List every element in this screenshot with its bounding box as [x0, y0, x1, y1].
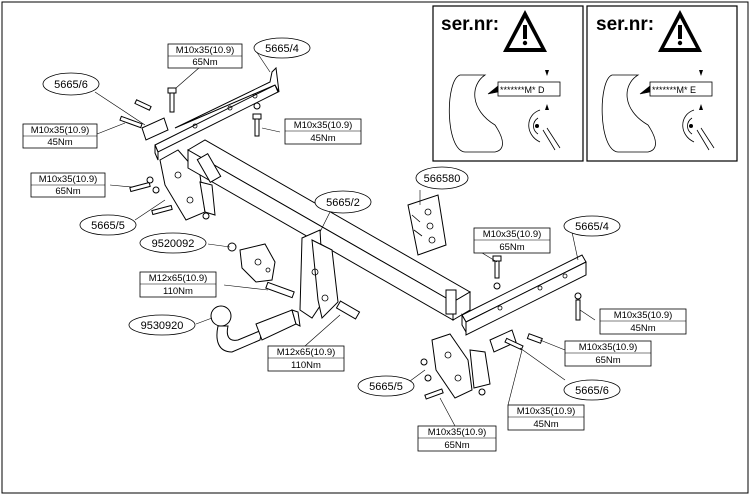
- svg-text:M10x35(10.9): M10x35(10.9): [579, 342, 638, 353]
- callout-5665-5-left: 5665/5: [79, 214, 137, 236]
- right-bracket-rail: [461, 254, 587, 336]
- towbar-plate-outline: [448, 74, 503, 153]
- svg-text:9520092: 9520092: [152, 238, 195, 250]
- warning-panel-right: ser.nr: *******M* E: [586, 5, 738, 162]
- torque-label-m12-center: M12x65(10.9) 110Nm: [267, 345, 345, 372]
- torque-label-right-top: M10x35(10.9) 65Nm: [473, 227, 551, 254]
- warning-panel-left: ser.nr: *******M* D: [432, 5, 584, 162]
- callout-9530920: 9530920: [128, 314, 196, 336]
- svg-text:5665/6: 5665/6: [575, 385, 609, 397]
- svg-text:65Nm: 65Nm: [55, 186, 80, 197]
- towbar-plate-outline: [601, 74, 656, 153]
- callout-5665-4-right: 5665/4: [563, 215, 621, 237]
- eye-icon: [682, 109, 715, 151]
- eye-icon: [528, 109, 561, 151]
- svg-text:9530920: 9530920: [141, 320, 184, 332]
- svg-text:M10x35(10.9): M10x35(10.9): [294, 120, 353, 131]
- serial-code-right: *******M* E: [652, 85, 696, 95]
- left-side-plate: [159, 149, 216, 221]
- callout-5665-2: 5665/2: [314, 190, 372, 214]
- serial-code-left: *******M* D: [500, 85, 545, 95]
- svg-text:M10x35(10.9): M10x35(10.9): [31, 125, 90, 136]
- spacer-block-bottom: [489, 329, 517, 353]
- svg-text:M12x65(10.9): M12x65(10.9): [149, 273, 208, 284]
- torque-label-top-right: M10x35(10.9) 45Nm: [284, 118, 362, 145]
- svg-text:110Nm: 110Nm: [163, 286, 193, 297]
- callout-566580: 566580: [415, 166, 469, 190]
- towball-neck: [210, 305, 301, 353]
- svg-text:45Nm: 45Nm: [310, 133, 335, 144]
- callout-5665-4-top: 5665/4: [253, 37, 311, 59]
- warning-triangle-icon: [503, 10, 547, 52]
- torque-label-bottom-center: M10x35(10.9) 65Nm: [417, 425, 497, 452]
- torque-label-top-center: M10x35(10.9) 65Nm: [167, 43, 243, 69]
- svg-text:45Nm: 45Nm: [47, 137, 72, 148]
- svg-text:M10x35(10.9): M10x35(10.9): [483, 229, 542, 240]
- svg-text:M10x35(10.9): M10x35(10.9): [176, 45, 235, 56]
- fastener-set: [119, 87, 582, 400]
- warning-triangle-icon: [658, 10, 702, 52]
- torque-label-m12-left: M12x65(10.9) 110Nm: [139, 271, 217, 298]
- torque-label-mid-left: M10x35(10.9) 65Nm: [30, 172, 106, 198]
- svg-text:45Nm: 45Nm: [630, 323, 655, 334]
- m12-bolt-right: [335, 300, 361, 320]
- svg-text:5665/5: 5665/5: [91, 220, 125, 232]
- svg-text:M10x35(10.9): M10x35(10.9): [614, 310, 673, 321]
- serial-title-right: ser.nr:: [596, 14, 654, 35]
- torque-label-top-left: M10x35(10.9) 45Nm: [22, 123, 98, 149]
- electrical-bracket: [407, 194, 447, 256]
- svg-text:110Nm: 110Nm: [291, 360, 321, 371]
- svg-text:65Nm: 65Nm: [444, 440, 469, 451]
- right-side-plate: [431, 333, 491, 399]
- torque-label-right-mid: M10x35(10.9) 45Nm: [599, 308, 687, 335]
- svg-text:45Nm: 45Nm: [533, 419, 558, 430]
- callout-5665-5-bottom: 5665/5: [357, 375, 415, 397]
- svg-text:5665/4: 5665/4: [265, 43, 299, 55]
- left-bracket-rail: [154, 66, 280, 161]
- socket-plate: [227, 242, 276, 283]
- svg-text:65Nm: 65Nm: [192, 57, 217, 68]
- svg-text:65Nm: 65Nm: [595, 355, 620, 366]
- svg-text:5665/4: 5665/4: [575, 221, 609, 233]
- svg-text:M12x65(10.9): M12x65(10.9): [277, 347, 336, 358]
- serial-title-left: ser.nr:: [441, 14, 499, 35]
- svg-text:M10x35(10.9): M10x35(10.9): [517, 406, 576, 417]
- svg-text:5665/2: 5665/2: [326, 197, 360, 209]
- callout-5665-6-top: 5665/6: [42, 72, 100, 96]
- torque-label-bottom-right: M10x35(10.9) 45Nm: [507, 404, 585, 431]
- svg-text:566580: 566580: [424, 173, 461, 185]
- callout-5665-6-bottom: 5665/6: [563, 379, 621, 401]
- svg-text:65Nm: 65Nm: [499, 242, 524, 253]
- callout-9520092: 9520092: [139, 232, 207, 254]
- spacer-block-top: [141, 117, 169, 141]
- svg-text:5665/6: 5665/6: [54, 79, 88, 91]
- ball-mount-support: [299, 229, 339, 319]
- svg-text:M10x35(10.9): M10x35(10.9): [39, 174, 98, 185]
- m12-bolt-left: [265, 281, 295, 299]
- svg-text:5665/5: 5665/5: [369, 381, 403, 393]
- torque-label-right-lower: M10x35(10.9) 65Nm: [564, 340, 652, 367]
- svg-text:M10x35(10.9): M10x35(10.9): [428, 427, 487, 438]
